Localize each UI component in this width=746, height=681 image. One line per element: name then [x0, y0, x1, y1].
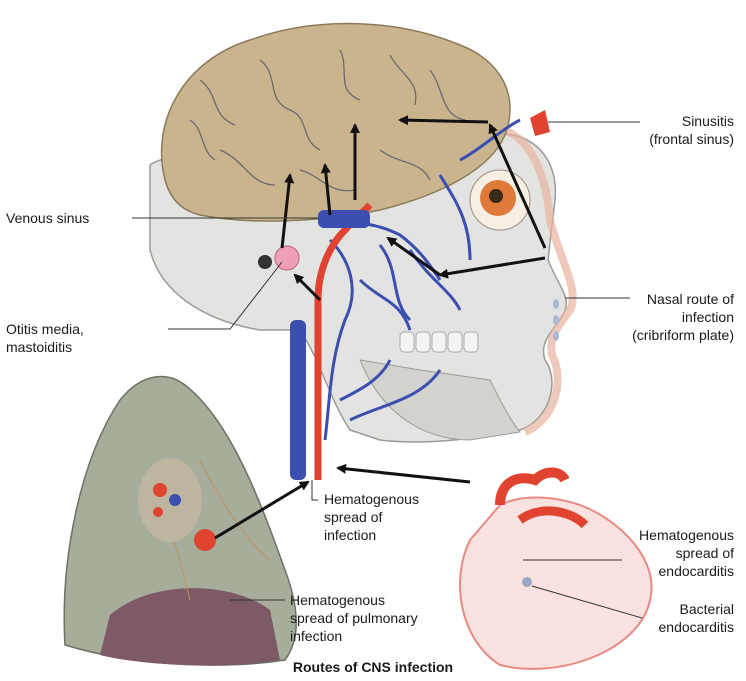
venous-sinus: [318, 210, 370, 228]
venous-sinus-text: Venous sinus: [6, 209, 89, 227]
nasal-discharge: [553, 299, 559, 341]
nasal-route-label: Nasal route of infection (cribriform pla…: [632, 290, 734, 344]
endo-line-1: Hematogenous: [639, 526, 734, 544]
endocarditis-spread-label: Hematogenous spread of endocarditis: [639, 526, 734, 580]
hema-line-2: spread of: [324, 508, 419, 526]
otitis-line-1: Otitis media,: [6, 320, 84, 338]
nasal-line-3: (cribriform plate): [632, 326, 734, 344]
hematogenous-infection-label: Hematogenous spread of infection: [324, 490, 419, 544]
nasal-line-1: Nasal route of: [632, 290, 734, 308]
otitis-label: Otitis media, mastoiditis: [6, 320, 84, 356]
otitis-line-2: mastoiditis: [6, 338, 84, 356]
pulm-line-1: Hematogenous: [290, 591, 418, 609]
heart: [460, 473, 652, 669]
sinusitis-line-2: (frontal sinus): [649, 130, 734, 148]
eye: [470, 170, 530, 230]
hema-line-3: infection: [324, 526, 419, 544]
hema-line-1: Hematogenous: [324, 490, 419, 508]
bact-line-2: endocarditis: [659, 618, 735, 636]
endo-line-2: spread of: [639, 544, 734, 562]
jugular-vein: [290, 320, 306, 480]
bacterial-endocarditis-label: Bacterial endocarditis: [659, 600, 735, 636]
endo-line-3: endocarditis: [639, 562, 734, 580]
sinusitis-line-1: Sinusitis: [649, 112, 734, 130]
sinusitis-label: Sinusitis (frontal sinus): [649, 112, 734, 148]
pulmonary-spread-label: Hematogenous spread of pulmonary infecti…: [290, 591, 418, 645]
bact-line-1: Bacterial: [659, 600, 735, 618]
teeth: [400, 332, 478, 352]
figure-caption: Routes of CNS infection: [0, 659, 746, 675]
venous-sinus-label: Venous sinus: [6, 209, 89, 227]
lung: [64, 377, 296, 666]
pulm-line-3: infection: [290, 627, 418, 645]
pulm-line-2: spread of pulmonary: [290, 609, 418, 627]
frontal-sinus: [530, 110, 550, 136]
nasal-line-2: infection: [632, 308, 734, 326]
ear-canal: [258, 255, 272, 269]
